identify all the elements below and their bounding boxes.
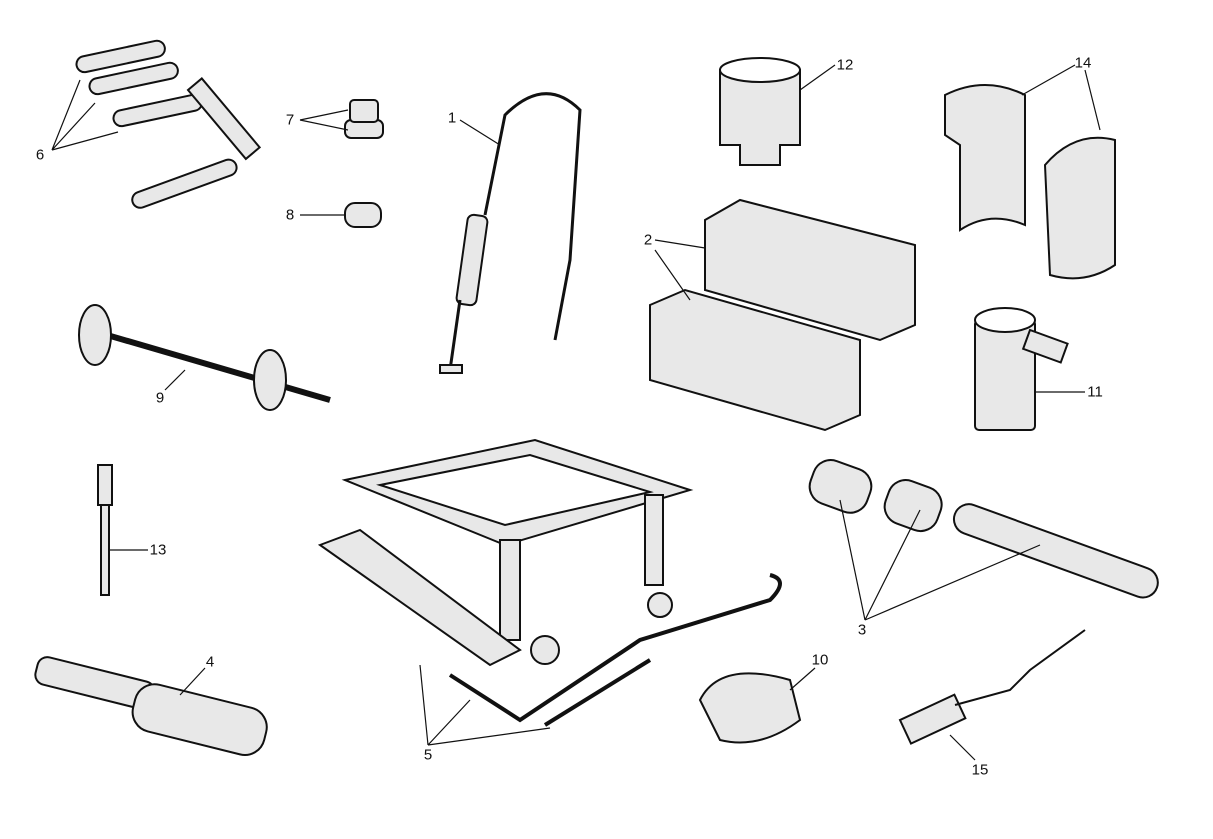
label-5: 5	[423, 746, 433, 764]
label-15: 15	[971, 761, 989, 779]
tool-13	[97, 464, 113, 596]
tool-14-half-shells	[944, 84, 1116, 280]
label-4: 4	[205, 653, 215, 671]
leader-lines	[51, 64, 1101, 761]
tool-5-stand	[317, 438, 782, 727]
label-8: 8	[285, 206, 295, 224]
label-13: 13	[149, 541, 167, 559]
label-14: 14	[1074, 54, 1092, 72]
tool-15	[898, 629, 1086, 745]
label-3: 3	[857, 621, 867, 639]
label-6: 6	[35, 146, 45, 164]
label-7: 7	[285, 111, 295, 129]
label-2: 2	[643, 231, 653, 249]
tool-2-blocks	[649, 198, 916, 432]
tool-7	[344, 99, 384, 139]
tool-6-pins	[75, 39, 262, 209]
label-9: 9	[155, 389, 165, 407]
label-12: 12	[836, 56, 854, 74]
tool-10-ring-spanner	[698, 672, 802, 744]
tool-3-drift	[808, 459, 1159, 599]
tool-11	[974, 307, 1069, 431]
label-10: 10	[811, 651, 829, 669]
label-1: 1	[447, 109, 457, 127]
tool-12-socket	[719, 57, 801, 166]
tool-9-puller	[78, 304, 331, 411]
tool-4	[34, 656, 268, 756]
label-11: 11	[1087, 383, 1103, 401]
tool-8	[344, 202, 382, 228]
tool-1-vacuum-gauge	[439, 92, 582, 374]
